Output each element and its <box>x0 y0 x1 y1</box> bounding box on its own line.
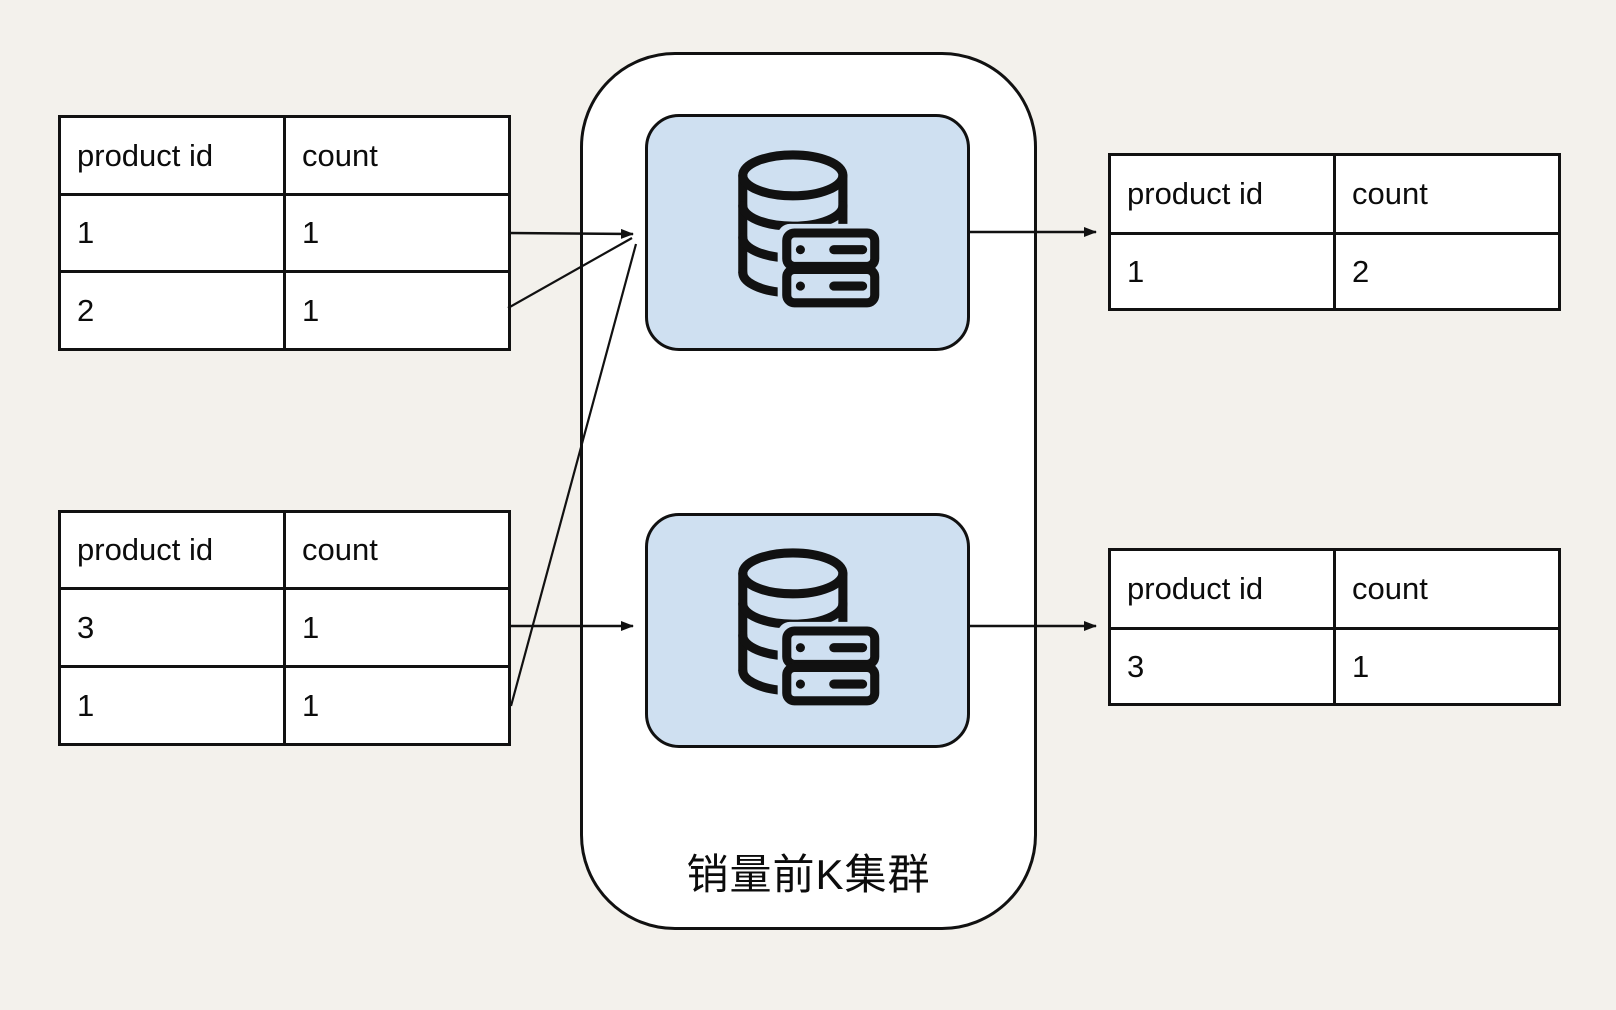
table-header-row: product id count <box>58 115 511 196</box>
database-server-icon <box>737 149 884 309</box>
db-node-top <box>645 114 970 351</box>
column-header-count: count <box>1333 153 1561 235</box>
database-server-icon <box>737 547 884 707</box>
input-table-bottom: product id count 3 1 1 1 <box>58 510 511 746</box>
column-header-product-id: product id <box>58 510 286 590</box>
table-row: 1 1 <box>58 193 511 273</box>
column-header-product-id: product id <box>1108 153 1336 235</box>
db-node-bottom <box>645 513 970 748</box>
cell-count: 1 <box>1333 627 1561 706</box>
column-header-count: count <box>283 510 511 590</box>
cell-count: 1 <box>283 193 511 273</box>
cell-product-id: 3 <box>1108 627 1336 706</box>
table-row: 3 1 <box>58 587 511 668</box>
column-header-product-id: product id <box>1108 548 1336 630</box>
table-header-row: product id count <box>1108 153 1561 235</box>
input-table-top: product id count 1 1 2 1 <box>58 115 511 351</box>
table-row: 3 1 <box>1108 627 1561 706</box>
cell-count: 2 <box>1333 232 1561 311</box>
cell-product-id: 3 <box>58 587 286 668</box>
table-header-row: product id count <box>58 510 511 590</box>
column-header-count: count <box>283 115 511 196</box>
table-row: 1 2 <box>1108 232 1561 311</box>
table-header-row: product id count <box>1108 548 1561 630</box>
cell-product-id: 1 <box>58 193 286 273</box>
cell-product-id: 1 <box>1108 232 1336 311</box>
table-row: 2 1 <box>58 270 511 351</box>
output-table-top: product id count 1 2 <box>1108 153 1561 311</box>
cell-count: 1 <box>283 665 511 746</box>
cell-count: 1 <box>283 587 511 668</box>
column-header-count: count <box>1333 548 1561 630</box>
cell-product-id: 1 <box>58 665 286 746</box>
cell-count: 1 <box>283 270 511 351</box>
topk-cluster-container: 销量前K集群 <box>580 52 1037 930</box>
column-header-product-id: product id <box>58 115 286 196</box>
output-table-bottom: product id count 3 1 <box>1108 548 1561 706</box>
cell-product-id: 2 <box>58 270 286 351</box>
table-row: 1 1 <box>58 665 511 746</box>
cluster-label: 销量前K集群 <box>686 851 931 898</box>
